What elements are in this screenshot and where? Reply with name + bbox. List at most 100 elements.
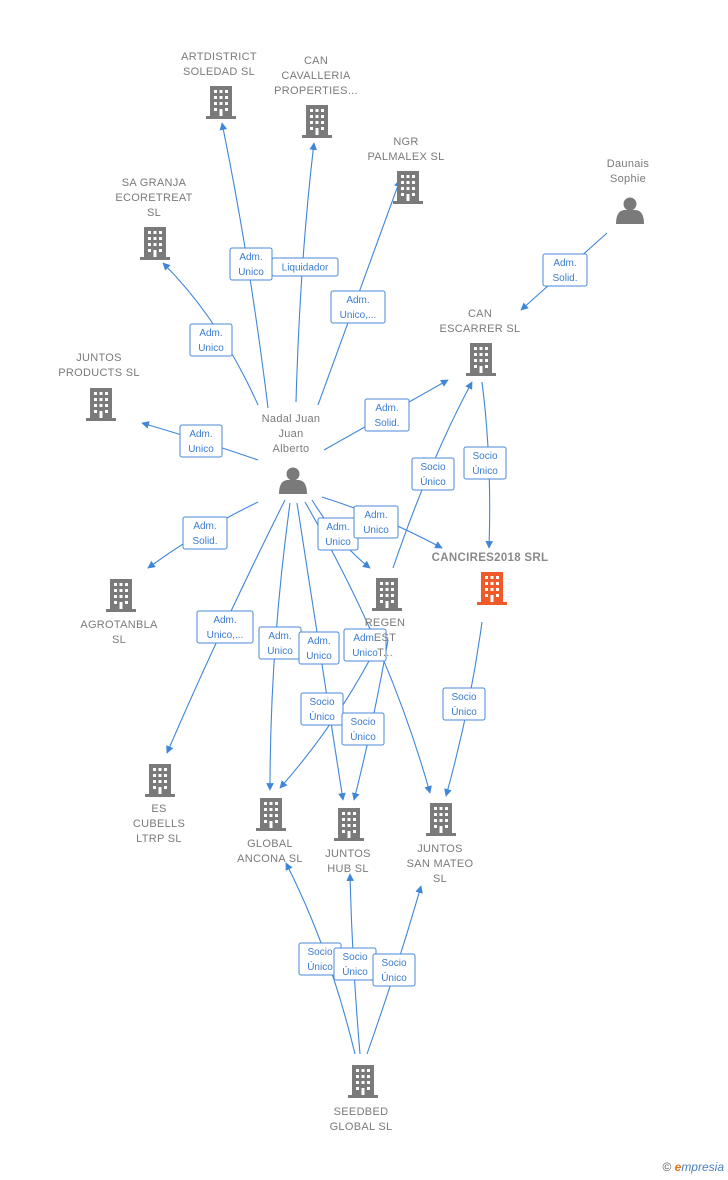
node-label: AGROTANBLA — [80, 619, 158, 631]
node-label: T... — [377, 647, 393, 659]
relation-label-text: Unico — [306, 651, 332, 662]
building-icon — [256, 798, 286, 831]
building-icon — [334, 808, 364, 841]
node-label: ES — [151, 803, 166, 815]
relation-label[interactable]: Adm.Solid. — [542, 253, 588, 287]
relation-label-text: Adm. — [375, 403, 398, 414]
relation-label-text: Adm. — [326, 522, 349, 533]
relation-label-box — [343, 628, 387, 662]
relation-label[interactable]: Adm.Unico,... — [196, 610, 254, 644]
building-icon — [477, 572, 507, 605]
building-icon — [145, 764, 175, 797]
relation-label-text: Adm. — [353, 633, 376, 644]
relation-label[interactable]: Adm. Solid. — [182, 516, 228, 550]
node-label: CANCIRES2018 SRL — [432, 552, 549, 564]
relation-label-text: Socio — [342, 952, 367, 963]
relation-label-box — [372, 953, 416, 987]
relation-label[interactable]: Adm.Unico — [353, 505, 399, 539]
node-label: Nadal Juan — [262, 413, 321, 425]
node-label: SAN MATEO — [407, 858, 474, 870]
relation-label-text: Socio — [451, 692, 476, 703]
relation-label[interactable]: Adm.Unico — [258, 626, 302, 660]
relation-label-text: Unico — [238, 267, 264, 278]
node-label: CAN — [468, 308, 492, 320]
building-icon — [86, 388, 116, 421]
relation-label-box — [298, 631, 340, 665]
node-regen[interactable]: REGENESTT... — [365, 578, 406, 659]
relation-label-box — [271, 257, 339, 277]
node-label: REGEN — [365, 617, 406, 629]
node-label: CUBELLS — [133, 818, 185, 830]
relation-label-text: Socio — [381, 958, 406, 969]
relation-label-box — [182, 516, 228, 550]
relation-label-text: Único — [420, 475, 446, 488]
footer-brand[interactable]: © empresia — [662, 1160, 724, 1174]
relation-label[interactable]: Liquidador — [271, 257, 339, 277]
relation-label-text: Socio — [307, 947, 332, 958]
person-icon — [279, 467, 307, 494]
relation-label-text: Adm. — [346, 295, 369, 306]
relation-label-text: Socio — [420, 462, 445, 473]
relation-label[interactable]: Adm.Solid. — [364, 398, 410, 432]
relation-label-box — [189, 323, 233, 357]
relation-label-text: Unico — [352, 648, 378, 659]
relation-label-text: Adm. — [193, 521, 216, 532]
relation-label-text: Adm. — [364, 510, 387, 521]
building-icon — [348, 1065, 378, 1098]
node-label: ANCONA SL — [237, 853, 303, 865]
relation-label-text: Único — [472, 464, 498, 477]
node-label: SL — [433, 873, 447, 885]
node-label: SL — [147, 207, 161, 219]
relation-label[interactable]: Adm.Unico — [229, 247, 273, 281]
node-label: CAVALLERIA — [281, 70, 351, 82]
node-label: JUNTOS — [76, 352, 122, 364]
relation-label[interactable]: Adm.Unico — [317, 517, 359, 551]
node-cancires[interactable]: CANCIRES2018 SRL — [432, 552, 549, 605]
relation-label-box — [330, 290, 386, 324]
node-label: NGR — [393, 136, 418, 148]
relation-label[interactable]: Adm.Unico — [179, 424, 223, 458]
relation-label[interactable]: Adm.Unico,... — [330, 290, 386, 324]
node-label: Alberto — [273, 443, 310, 455]
node-globalancona[interactable]: GLOBAL ANCONA SL — [237, 798, 303, 865]
relation-label-text: Socio — [350, 717, 375, 728]
relation-label-text: Solid. — [192, 536, 217, 547]
building-icon — [466, 343, 496, 376]
relation-label[interactable]: Adm.Unico — [189, 323, 233, 357]
relation-label[interactable]: Adm. Unico — [343, 628, 387, 662]
node-label: ECORETREAT — [115, 192, 192, 204]
node-cancavalleria[interactable]: CANCAVALLERIAPROPERTIES... — [274, 55, 358, 138]
node-label: GLOBAL — [247, 838, 293, 850]
node-label: Sophie — [610, 173, 646, 185]
relation-label[interactable]: Adm.Unico — [298, 631, 340, 665]
relation-label-text: Liquidador — [282, 263, 329, 274]
node-label: GLOBAL SL — [330, 1121, 393, 1133]
relation-label-box — [341, 712, 385, 746]
building-icon — [302, 105, 332, 138]
relation-label-box — [442, 687, 486, 721]
node-label: HUB SL — [327, 863, 369, 875]
relation-label-text: Único — [309, 710, 335, 723]
relation-label-text: Socio — [309, 697, 334, 708]
